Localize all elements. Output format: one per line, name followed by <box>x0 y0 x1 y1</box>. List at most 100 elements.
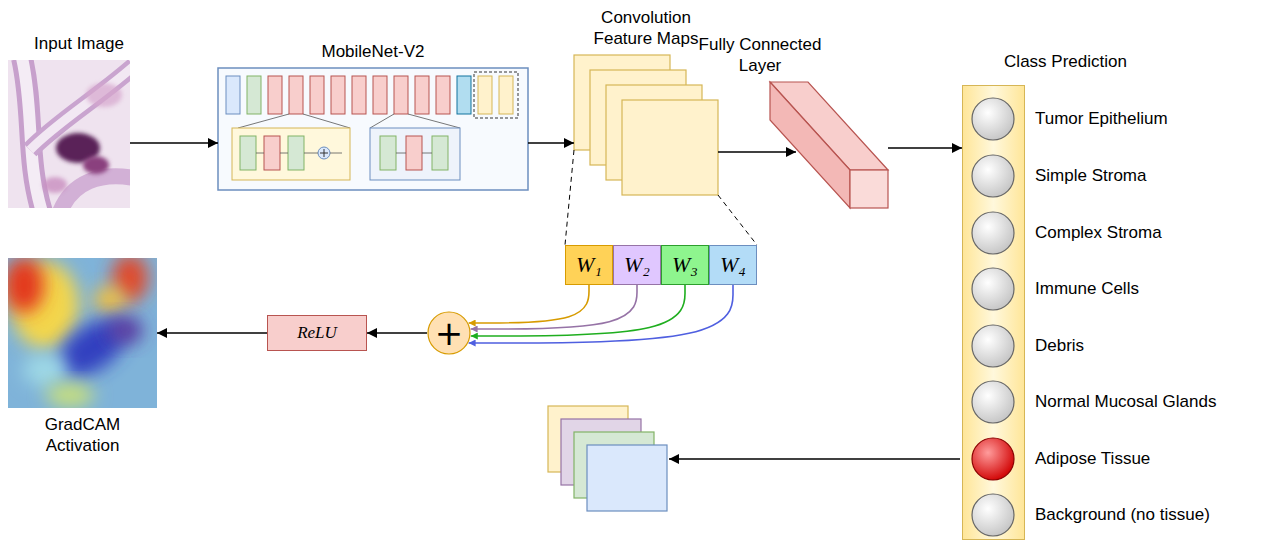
prism-face <box>850 170 888 208</box>
circle-outline <box>971 493 1015 537</box>
zoom-line <box>565 150 574 245</box>
class-circle: Immune Cells <box>971 267 1015 311</box>
layer-block <box>478 76 492 114</box>
circle-shape <box>428 312 470 354</box>
output-label: GradCAM Activation <box>28 414 138 457</box>
weight-symbol: W₄ <box>720 251 746 279</box>
fc-layer-box: Fully Connected Layer <box>770 78 888 210</box>
circle-outline <box>971 380 1015 424</box>
weight-box: W₁ <box>565 245 613 285</box>
weight-symbol: W₁ <box>576 251 602 279</box>
class-circle: Complex Stroma <box>971 211 1015 255</box>
weight-arrow <box>471 285 637 329</box>
circle-shape <box>972 381 1014 423</box>
input-image-box: Input Image <box>8 60 130 208</box>
layer-block <box>406 136 422 170</box>
heatmap-box: GradCAM Activation <box>8 258 157 408</box>
cell-nucleus <box>83 156 109 174</box>
circle-outline <box>971 211 1015 255</box>
weight-symbol: W₂ <box>624 251 650 279</box>
backprop-arrow <box>669 458 960 460</box>
class-label: Adipose Tissue <box>1035 448 1150 469</box>
flow-arrow <box>888 147 962 149</box>
block-link <box>396 153 432 154</box>
weight-arrow <box>471 285 685 336</box>
circle-shape <box>972 155 1014 197</box>
tissue-blot <box>86 83 122 107</box>
layer-block <box>457 76 471 114</box>
sum-node: + <box>427 311 471 355</box>
heat-blob <box>94 286 126 314</box>
feature-map <box>622 100 718 195</box>
zoom-line <box>303 114 350 128</box>
network-illustration <box>218 68 528 190</box>
activation-box: ReLU <box>267 315 367 351</box>
flow-arrow <box>130 142 218 144</box>
circle-shape <box>972 494 1014 536</box>
heat-blob <box>46 383 94 407</box>
zoom-line <box>408 114 460 128</box>
zoom-line <box>238 114 289 128</box>
operator-symbol: + <box>435 316 464 350</box>
prism-face <box>770 82 850 208</box>
layer-block <box>499 76 513 114</box>
add-symbol <box>318 147 330 159</box>
class-label: Normal Mucosal Glands <box>1035 391 1216 412</box>
layer-block <box>289 76 303 114</box>
heat-blob <box>107 316 143 344</box>
circle-outline <box>971 97 1015 141</box>
histology-image <box>8 60 130 208</box>
class-circle: Background (no tissue) <box>971 493 1015 537</box>
circle-outline <box>971 324 1015 368</box>
zoom-line <box>718 195 757 245</box>
layer-block <box>380 136 396 170</box>
class-circle: Tumor Epithelium <box>971 97 1015 141</box>
flow-arrow <box>367 332 427 334</box>
class-circle: Debris <box>971 324 1015 368</box>
class-label: Simple Stroma <box>1035 165 1146 186</box>
flow-arrow <box>718 151 796 153</box>
stage-label: Convolution Feature Maps <box>586 7 706 50</box>
heatmap-image <box>8 258 157 408</box>
layer-block <box>373 76 387 114</box>
block-panel <box>370 128 460 180</box>
layer-block <box>415 76 429 114</box>
layer-block <box>226 76 240 114</box>
class-label: Immune Cells <box>1035 278 1139 299</box>
heat-blob <box>23 354 67 386</box>
feature-map-box: Convolution Feature Maps <box>574 55 718 195</box>
fc-prism <box>770 82 888 208</box>
stage-label: Fully Connected Layer <box>690 34 830 77</box>
class-circle: Simple Stroma <box>971 154 1015 198</box>
layer-block <box>268 76 282 114</box>
circle-shape <box>972 325 1014 367</box>
network-box: MobileNet-V2 <box>218 68 528 190</box>
layer-block <box>331 76 345 114</box>
class-label: Tumor Epithelium <box>1035 108 1168 129</box>
layer-block <box>394 76 408 114</box>
layer-block <box>352 76 366 114</box>
class-circle: Normal Mucosal Glands <box>971 380 1015 424</box>
layer-block <box>432 136 448 170</box>
zoom-line <box>370 114 394 128</box>
block-link <box>256 153 342 154</box>
layer-block <box>310 76 324 114</box>
flow-arrow <box>157 332 267 334</box>
stage-label: Class Prediction <box>991 51 1141 72</box>
group-outline <box>474 72 518 118</box>
weight-symbol: W₃ <box>672 251 698 279</box>
circle-shape <box>972 268 1014 310</box>
block-panel <box>232 128 350 180</box>
weight-box: W₃ <box>661 245 709 285</box>
heat-blob <box>8 258 44 313</box>
stage-label: Input Image <box>19 33 139 54</box>
class-label: Debris <box>1035 335 1084 356</box>
tissue-tube <box>60 176 130 208</box>
weight-box: W₄ <box>709 245 757 285</box>
operation-label: ReLU <box>297 322 337 343</box>
stage-label: MobileNet-V2 <box>273 41 473 62</box>
layer-block <box>264 136 280 170</box>
circle-outline <box>971 154 1015 198</box>
prediction-column: Class PredictionTumor EpitheliumSimple S… <box>962 85 1025 540</box>
